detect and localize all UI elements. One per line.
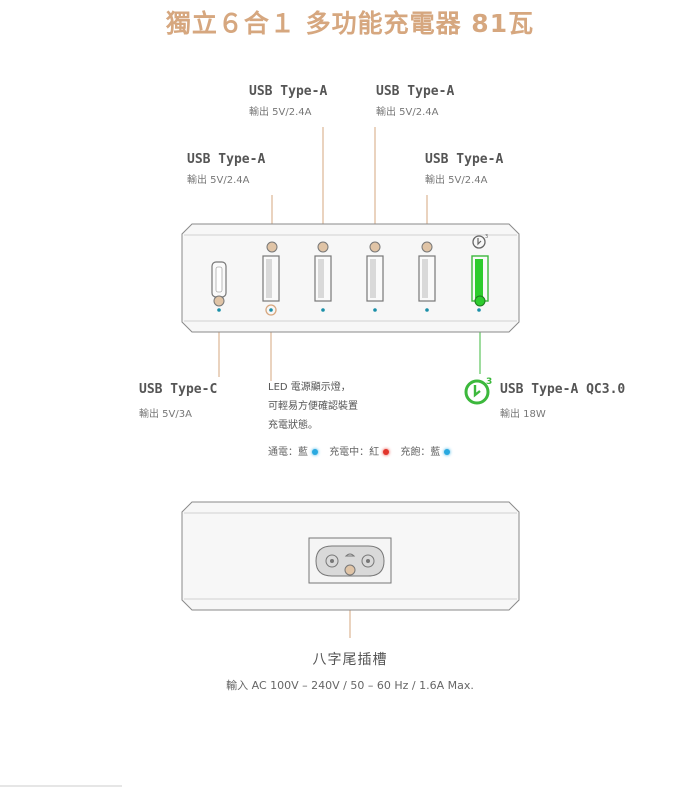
led-callout-ring <box>265 304 277 316</box>
legend-charging-dot <box>383 449 390 455</box>
charger-front-panel <box>181 223 520 333</box>
page-title: 獨立６合１ 多功能充電器 81瓦 <box>165 9 535 38</box>
usb-a-3-label: USB Type-A 輸出 5V/2.4A <box>376 84 454 118</box>
usb-a-1-spec: 輸出 5V/2.4A <box>187 175 250 186</box>
usb-c-label: USB Type-C 輸出 5V/3A <box>139 382 217 420</box>
usb-a-2-label: USB Type-A 輸出 5V/2.4A <box>249 84 327 118</box>
usb-a-2-name: USB Type-A <box>249 84 328 99</box>
led-note-line-2: 可輕易方便確認裝置 <box>268 401 358 412</box>
usb-c-name: USB Type-C <box>139 382 218 397</box>
usb-a-1-label: USB Type-A 輸出 5V/2.4A <box>187 152 265 186</box>
led-note-line-1: LED 電源顯示燈， <box>268 382 351 393</box>
figure-8-inlet <box>308 537 392 584</box>
legend-power-dot <box>312 449 318 455</box>
svg-text:3: 3 <box>485 234 488 240</box>
led-legend: 通電：藍 充電中：紅 充飽：藍 <box>268 443 458 458</box>
legend-power-label: 通電：藍 <box>268 447 308 458</box>
usb-a-ports <box>262 255 436 302</box>
quick-charge-3-icon: 3 <box>464 377 492 405</box>
inlet-callout-marker <box>344 564 356 576</box>
usb-qc-label: USB Type-A QC3.0 輸出 18W <box>500 382 625 420</box>
usb-a-4-spec: 輸出 5V/2.4A <box>425 175 488 186</box>
indicator-dots <box>217 308 481 312</box>
usb-a-3-spec: 輸出 5V/2.4A <box>376 107 439 118</box>
usb-qc-port <box>471 255 489 302</box>
callout-markers <box>213 241 433 307</box>
usb-c-spec: 輸出 5V/3A <box>139 409 192 420</box>
usb-a-port-3 <box>366 255 384 302</box>
svg-text:3: 3 <box>486 377 492 387</box>
usb-a-port-1 <box>262 255 280 302</box>
qc-panel-icon: 3 <box>472 234 488 249</box>
legend-full-dot <box>444 449 451 455</box>
usb-a-3-name: USB Type-A <box>376 84 455 99</box>
usb-qc-name: USB Type-A QC3.0 <box>500 382 626 397</box>
legend-full-label: 充飽：藍 <box>400 447 441 458</box>
qc-callout-marker <box>474 295 486 307</box>
legend-charging-label: 充電中：紅 <box>329 447 380 458</box>
led-note-line-3: 充電狀態。 <box>268 420 318 431</box>
usb-qc-spec: 輸出 18W <box>500 409 546 420</box>
usb-c-port <box>211 261 227 298</box>
inlet-title: 八字尾插槽 <box>312 652 388 668</box>
usb-a-port-4 <box>418 255 436 302</box>
usb-a-4-label: USB Type-A 輸出 5V/2.4A <box>425 152 503 186</box>
usb-a-1-name: USB Type-A <box>187 152 266 167</box>
usb-a-4-name: USB Type-A <box>425 152 504 167</box>
usb-a-2-spec: 輸出 5V/2.4A <box>249 107 312 118</box>
inlet-spec: 輸入 AC 100V – 240V / 50 – 60 Hz / 1.6A Ma… <box>226 679 474 692</box>
usb-a-port-2 <box>314 255 332 302</box>
led-note: LED 電源顯示燈， 可輕易方便確認裝置 充電狀態。 <box>268 378 358 435</box>
